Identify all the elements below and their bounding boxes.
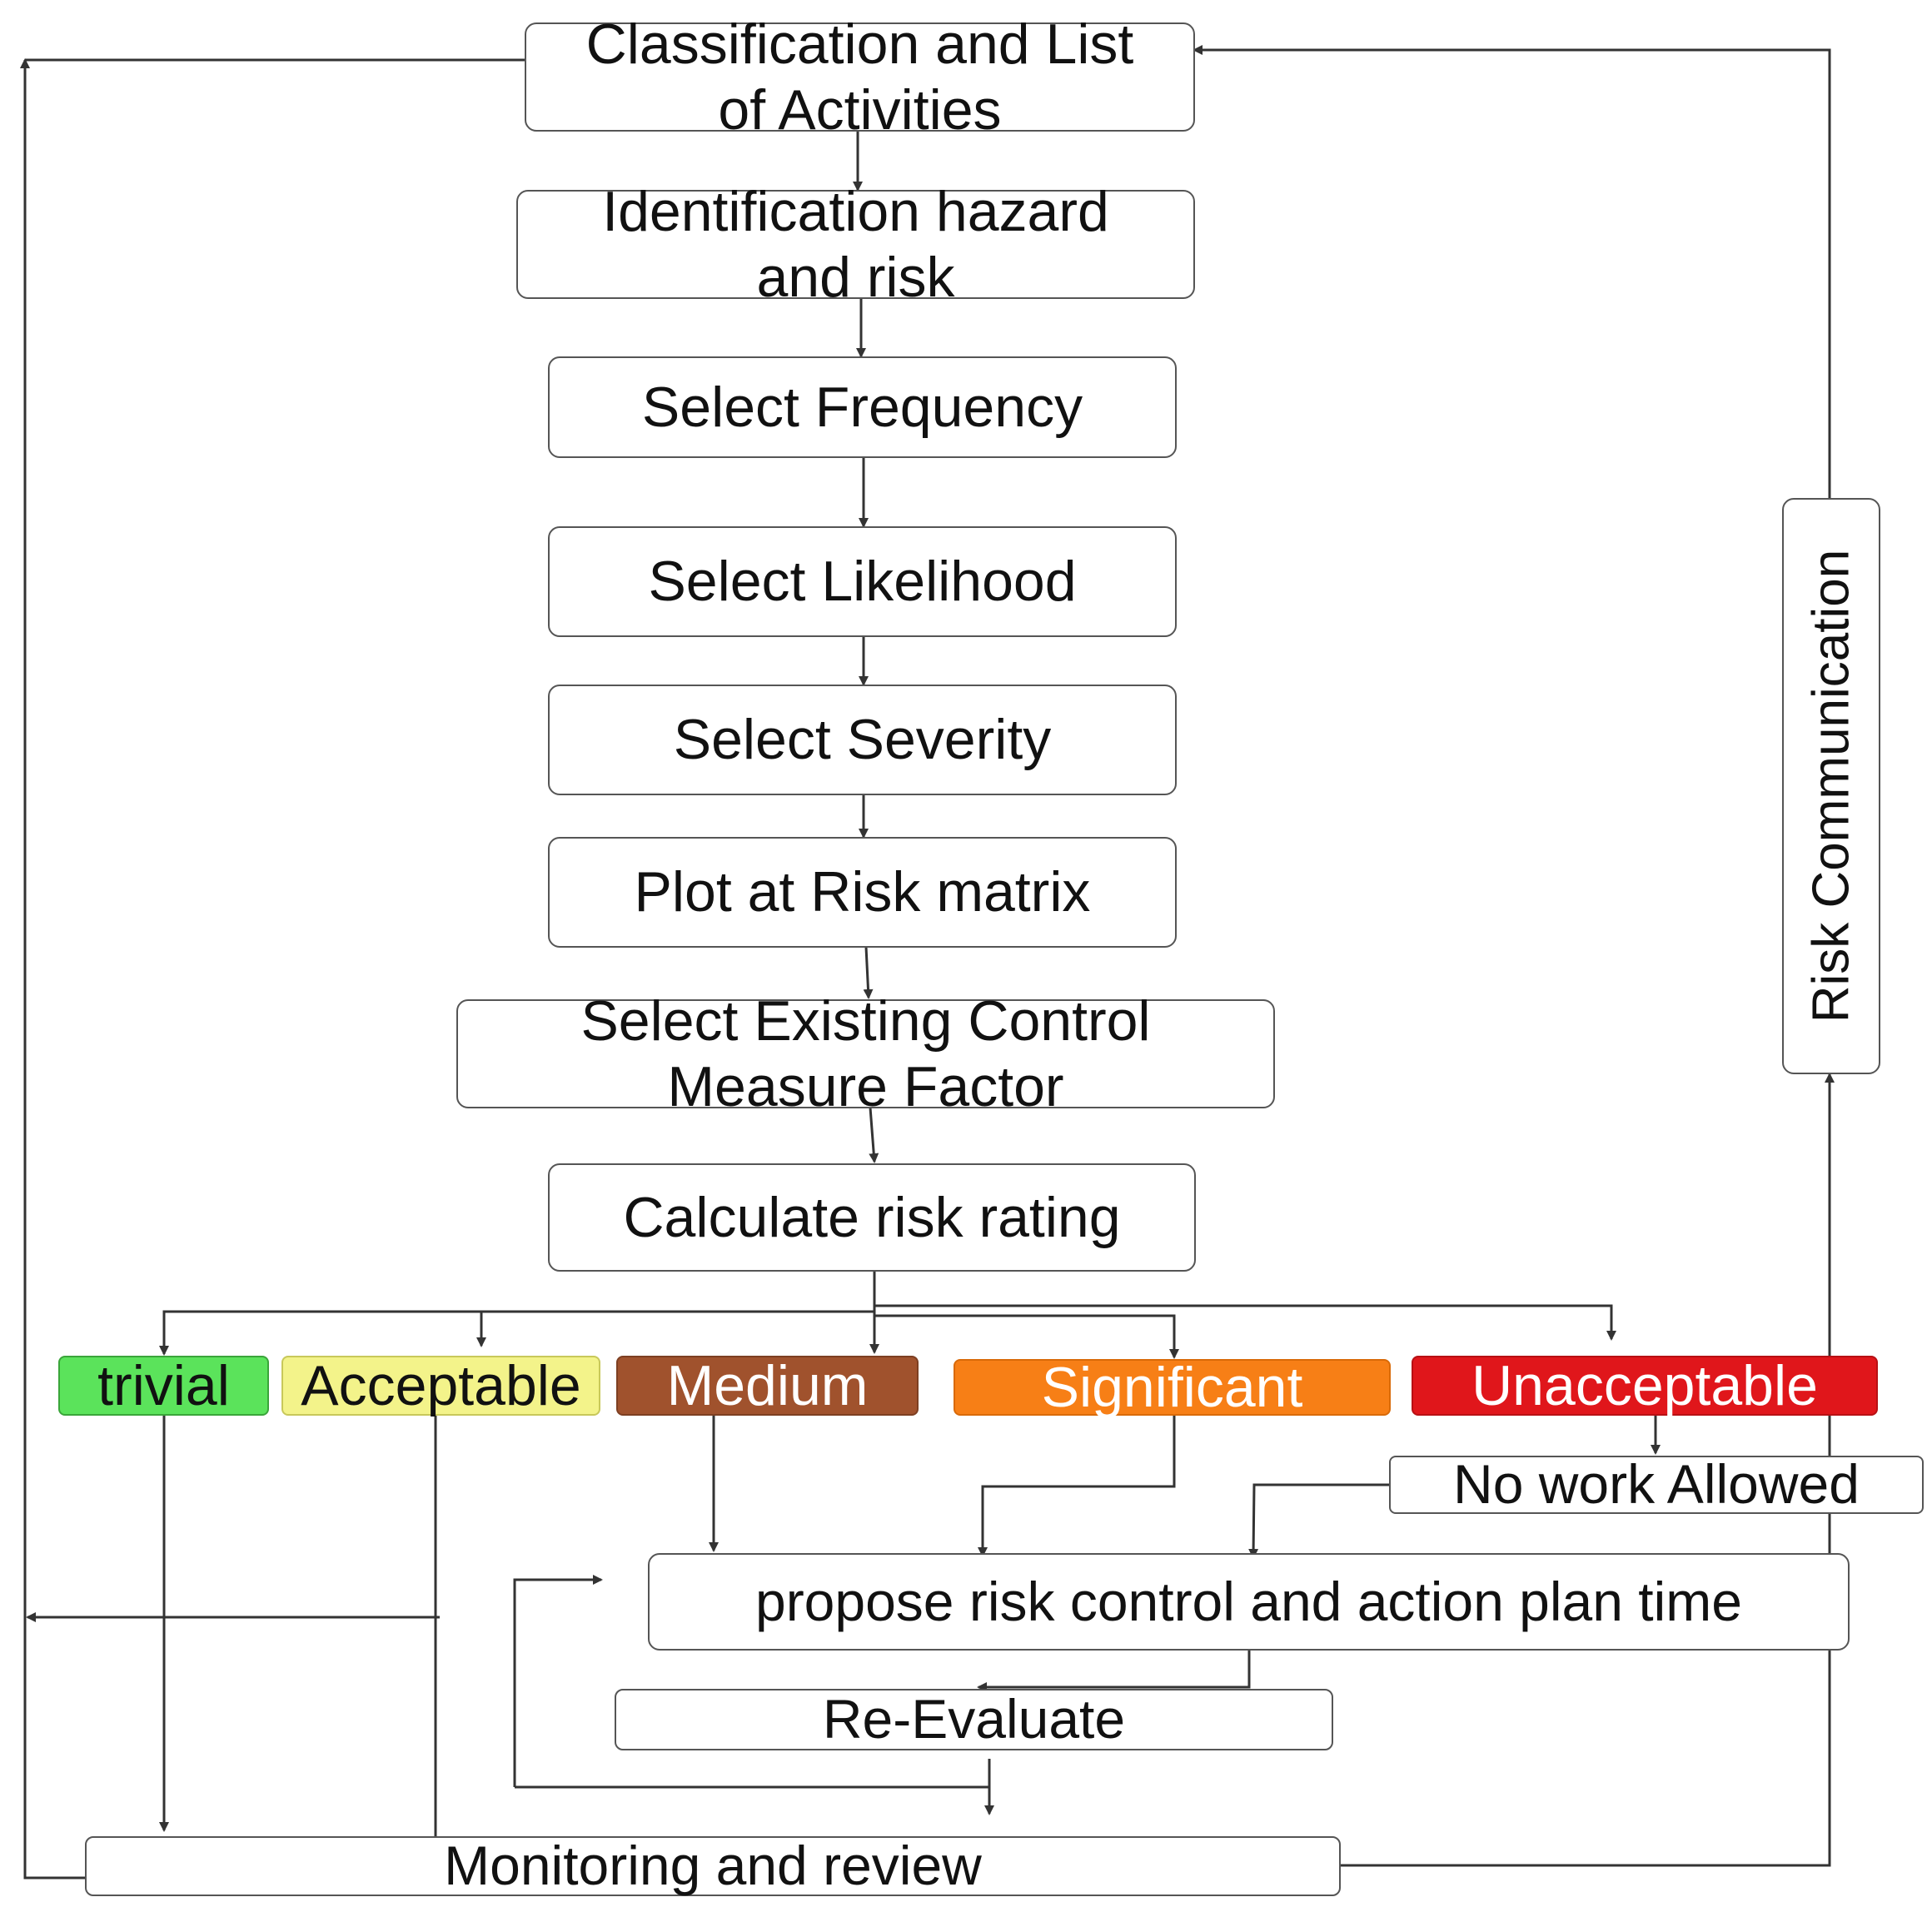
arrow-riskcomm-to-classification [1193,45,1831,498]
plot-box: Plot at Risk matrix [548,837,1177,948]
rating-unacceptable-label: Unacceptable [1471,1354,1818,1417]
arrow-loop-to-propose [513,1575,603,1787]
existing-control-label: Select Existing Control Measure Factor [580,989,1151,1118]
risk-communication-box: Risk Communication [1782,498,1880,1074]
identification-box: Identification hazard and risk [516,180,1195,309]
rating-trivial: trivial [58,1356,269,1416]
frequency-box: Select Frequency [548,356,1177,458]
rating-medium: Medium [616,1356,919,1416]
severity-box: Select Severity [548,685,1177,795]
arrow-plot-to-control [863,946,874,999]
severity-label: Select Severity [673,708,1052,772]
existing-control-box: Select Existing Control Measure Factor [456,989,1275,1118]
arrow-monitoring-to-riskcomm [1341,1073,1835,1867]
propose-control-box: propose risk control and action plan tim… [648,1553,1850,1651]
plot-label: Plot at Risk matrix [634,860,1091,924]
identification-label: Identification hazard and risk [602,180,1109,309]
branch-unacceptable [874,1304,1616,1341]
monitoring-review-label: Monitoring and review [444,1835,982,1897]
arrow-control-to-calculate [869,1107,879,1163]
branch-significant [874,1314,1179,1359]
branch-left [159,1310,874,1356]
rating-trivial-label: trivial [97,1354,230,1417]
reevaluate-label: Re-Evaluate [822,1688,1126,1750]
arrow-monitoring-to-classification [20,58,85,1880]
rating-medium-label: Medium [666,1354,869,1417]
arrow-nowork-to-propose [1248,1483,1389,1559]
no-work-allowed-label: No work Allowed [1453,1453,1860,1516]
calculate-box: Calculate risk rating [548,1163,1196,1272]
calculate-label: Calculate risk rating [623,1185,1121,1249]
likelihood-label: Select Likelihood [648,550,1077,614]
arrow-significant-to-propose [978,1416,1176,1557]
reevaluate-box: Re-Evaluate [615,1688,1333,1750]
rating-significant-label: Significant [1041,1356,1303,1419]
rating-acceptable: Acceptable [281,1356,600,1416]
propose-control-label: propose risk control and action plan tim… [755,1570,1742,1632]
frequency-label: Select Frequency [641,375,1083,439]
classification-box: Classification and List of Activities [525,12,1195,142]
arrow-propose-to-reevaluate [977,1651,1251,1692]
classification-label: Classification and List of Activities [585,12,1134,142]
risk-communication-label: Risk Communication [1802,549,1860,1023]
monitoring-review-box: Monitoring and review [85,1835,1341,1897]
likelihood-box: Select Likelihood [548,526,1177,637]
rating-acceptable-label: Acceptable [301,1354,581,1417]
no-work-allowed-box: No work Allowed [1389,1453,1924,1516]
rating-significant: Significant [954,1359,1391,1416]
rating-unacceptable: Unacceptable [1412,1356,1878,1416]
